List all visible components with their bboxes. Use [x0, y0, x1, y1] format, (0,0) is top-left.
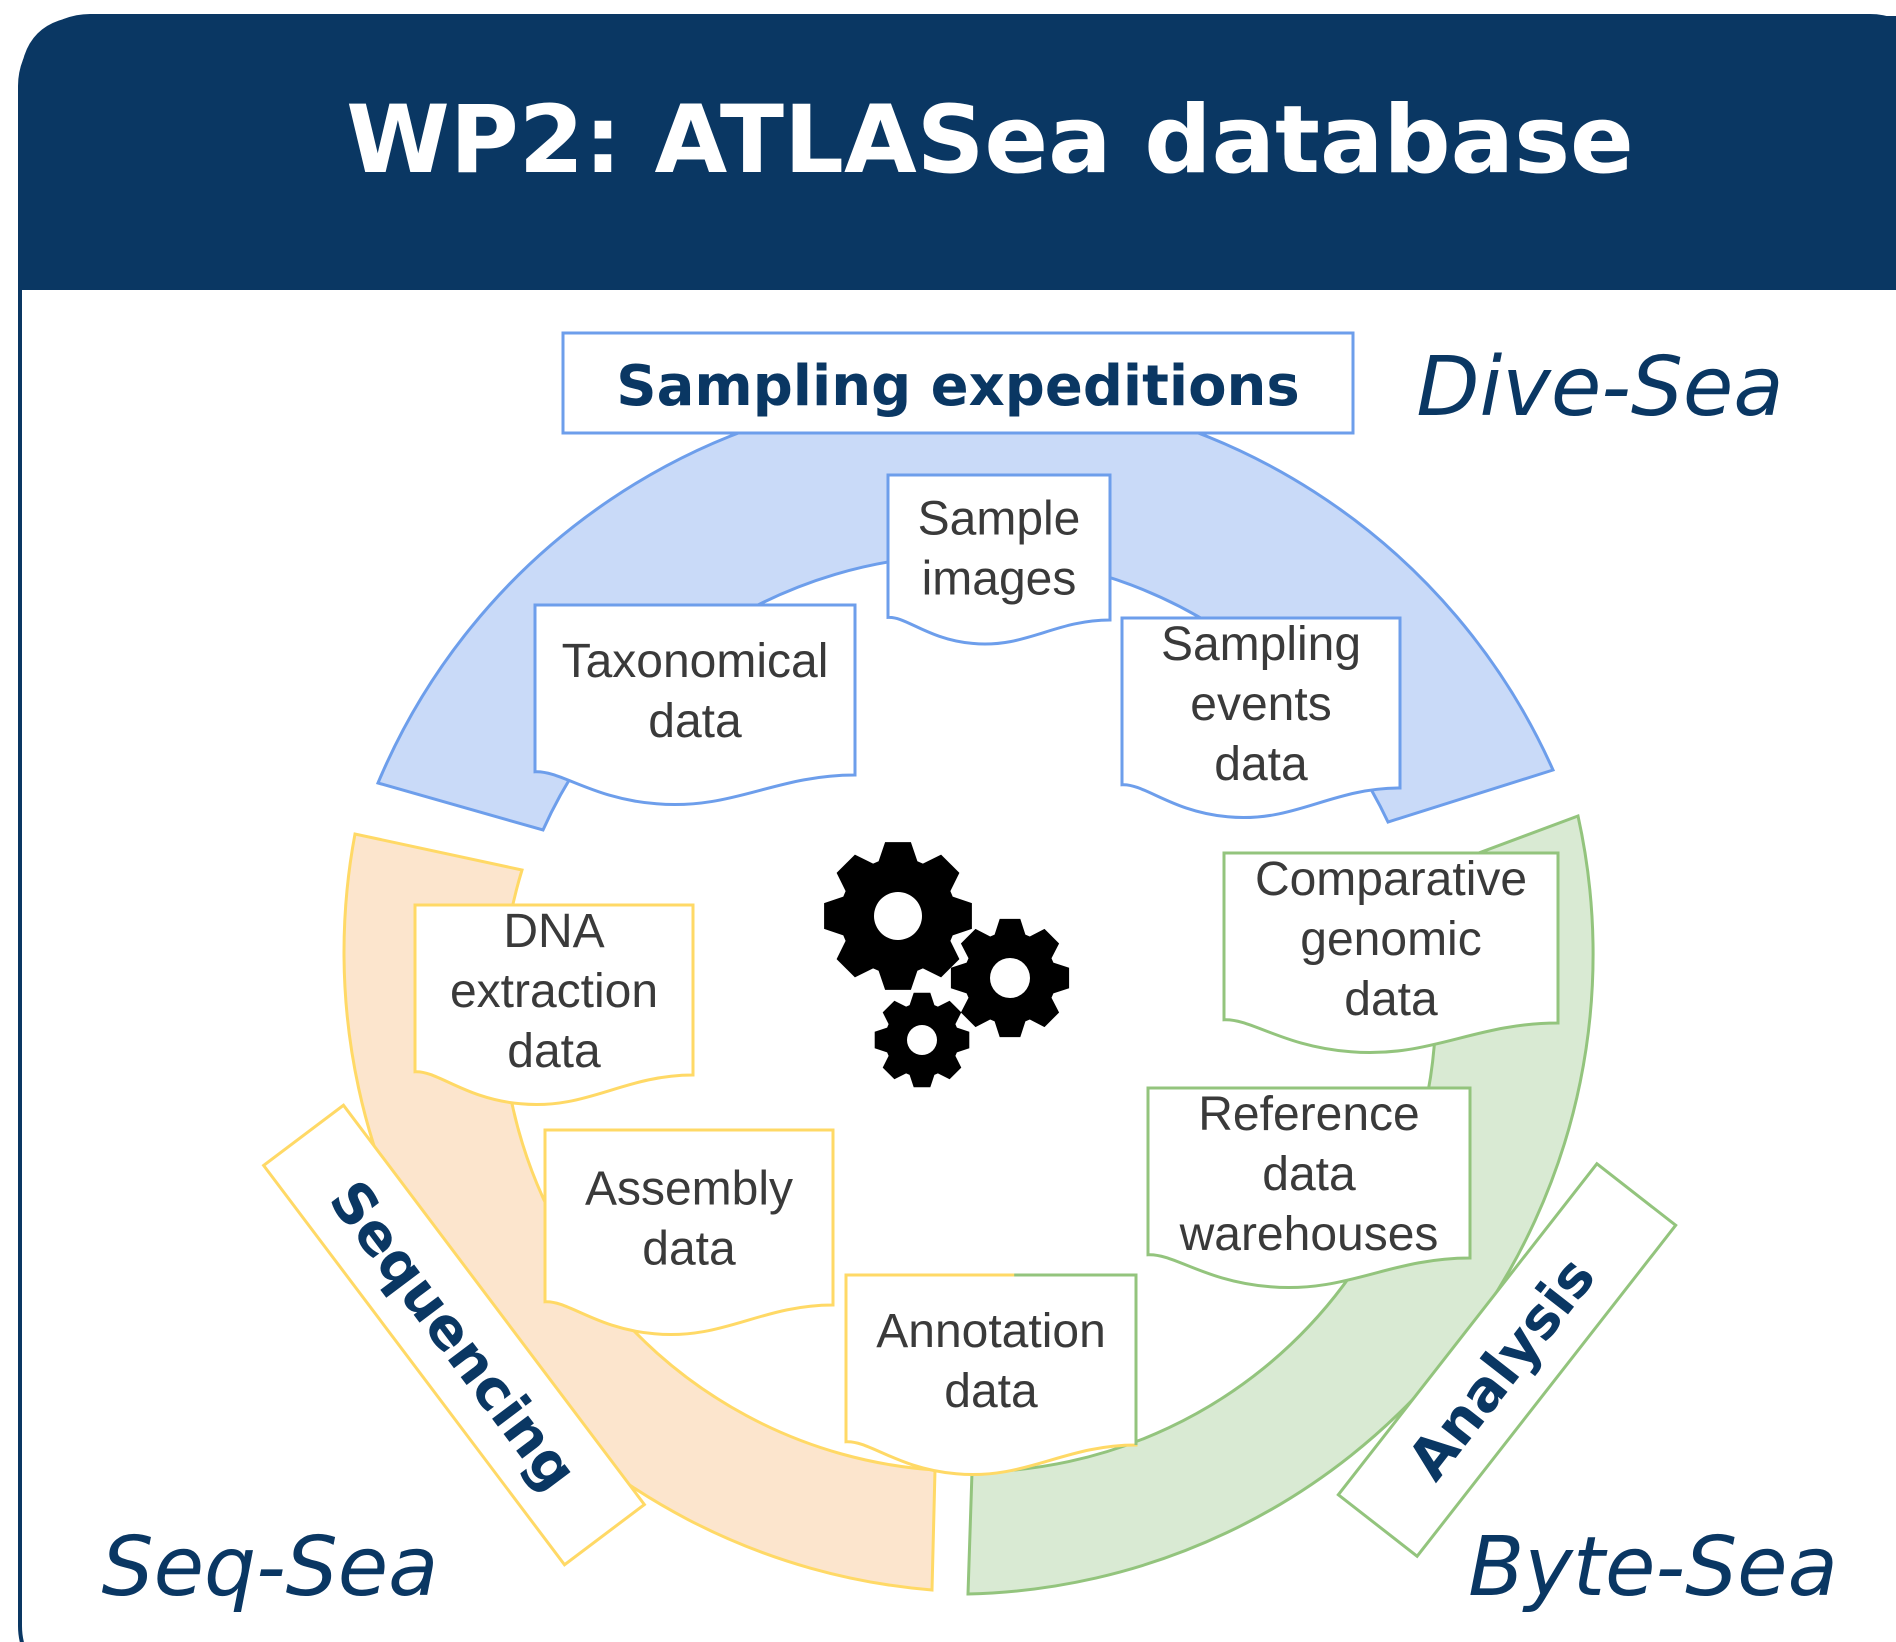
- byte-sea-label: Byte-Sea: [1468, 1520, 1838, 1615]
- doc-line: Taxonomical: [562, 635, 829, 688]
- document-shape: [886, 473, 1112, 646]
- doc-annotation: Annotation data: [844, 1273, 1138, 1477]
- doc-reference: Reference data warehouses: [1146, 1086, 1472, 1290]
- dive-sea-label: Dive-Sea: [1416, 340, 1783, 435]
- doc-assembly: Assembly data: [543, 1128, 835, 1337]
- doc-line: Sampling: [1161, 618, 1361, 671]
- doc-dna-extraction: DNA extraction data: [413, 903, 695, 1107]
- doc-line: data: [1262, 1148, 1356, 1201]
- doc-line: DNA: [503, 905, 604, 958]
- seq-sea-label: Seq-Sea: [102, 1520, 439, 1615]
- document-shape: [1120, 616, 1402, 820]
- doc-line: data: [648, 695, 742, 748]
- doc-line: data: [642, 1222, 736, 1275]
- doc-line: Assembly: [585, 1162, 793, 1215]
- doc-line: warehouses: [1179, 1208, 1439, 1261]
- sampling-expeditions-label: Sampling expeditions: [616, 354, 1299, 419]
- doc-comparative: Comparative genomic data: [1222, 851, 1560, 1055]
- doc-line: images: [922, 552, 1077, 605]
- dive-sea-arc: [375, 388, 1556, 832]
- sampling-expeditions-box: Sampling expeditions: [561, 331, 1355, 435]
- doc-line: data: [1214, 738, 1308, 791]
- document-shape-accent: [1014, 1273, 1138, 1445]
- document-shape: [1146, 1086, 1472, 1290]
- document-shape: [413, 903, 695, 1107]
- document-shape: [1222, 851, 1560, 1055]
- document-shape: [543, 1128, 835, 1337]
- gear-hole: [907, 1025, 937, 1055]
- doc-line: Comparative: [1255, 853, 1527, 906]
- doc-taxonomical: Taxonomical data: [533, 603, 857, 807]
- gear-shape: [824, 842, 972, 990]
- doc-line: Reference: [1198, 1088, 1419, 1141]
- document-shape: [533, 603, 857, 807]
- doc-line: genomic: [1300, 913, 1481, 966]
- doc-line: Annotation: [876, 1305, 1106, 1358]
- gear-hole: [874, 892, 922, 940]
- document-shape: [844, 1273, 1138, 1477]
- doc-line: data: [507, 1025, 601, 1078]
- doc-line: extraction: [450, 965, 658, 1018]
- gear-shape: [950, 918, 1070, 1038]
- doc-line: data: [944, 1365, 1038, 1418]
- page-title: WP2: ATLASea database: [346, 86, 1634, 195]
- header-bar: [20, 16, 1896, 290]
- doc-line: data: [1344, 973, 1438, 1026]
- gears-icon: [824, 842, 1070, 1088]
- gear-hole: [990, 958, 1030, 998]
- gear-shape: [874, 992, 970, 1088]
- doc-line: events: [1190, 678, 1331, 731]
- doc-sample-images: Sample images: [886, 473, 1112, 646]
- doc-sampling-events: Sampling events data: [1120, 616, 1402, 820]
- doc-line: Sample: [918, 492, 1081, 545]
